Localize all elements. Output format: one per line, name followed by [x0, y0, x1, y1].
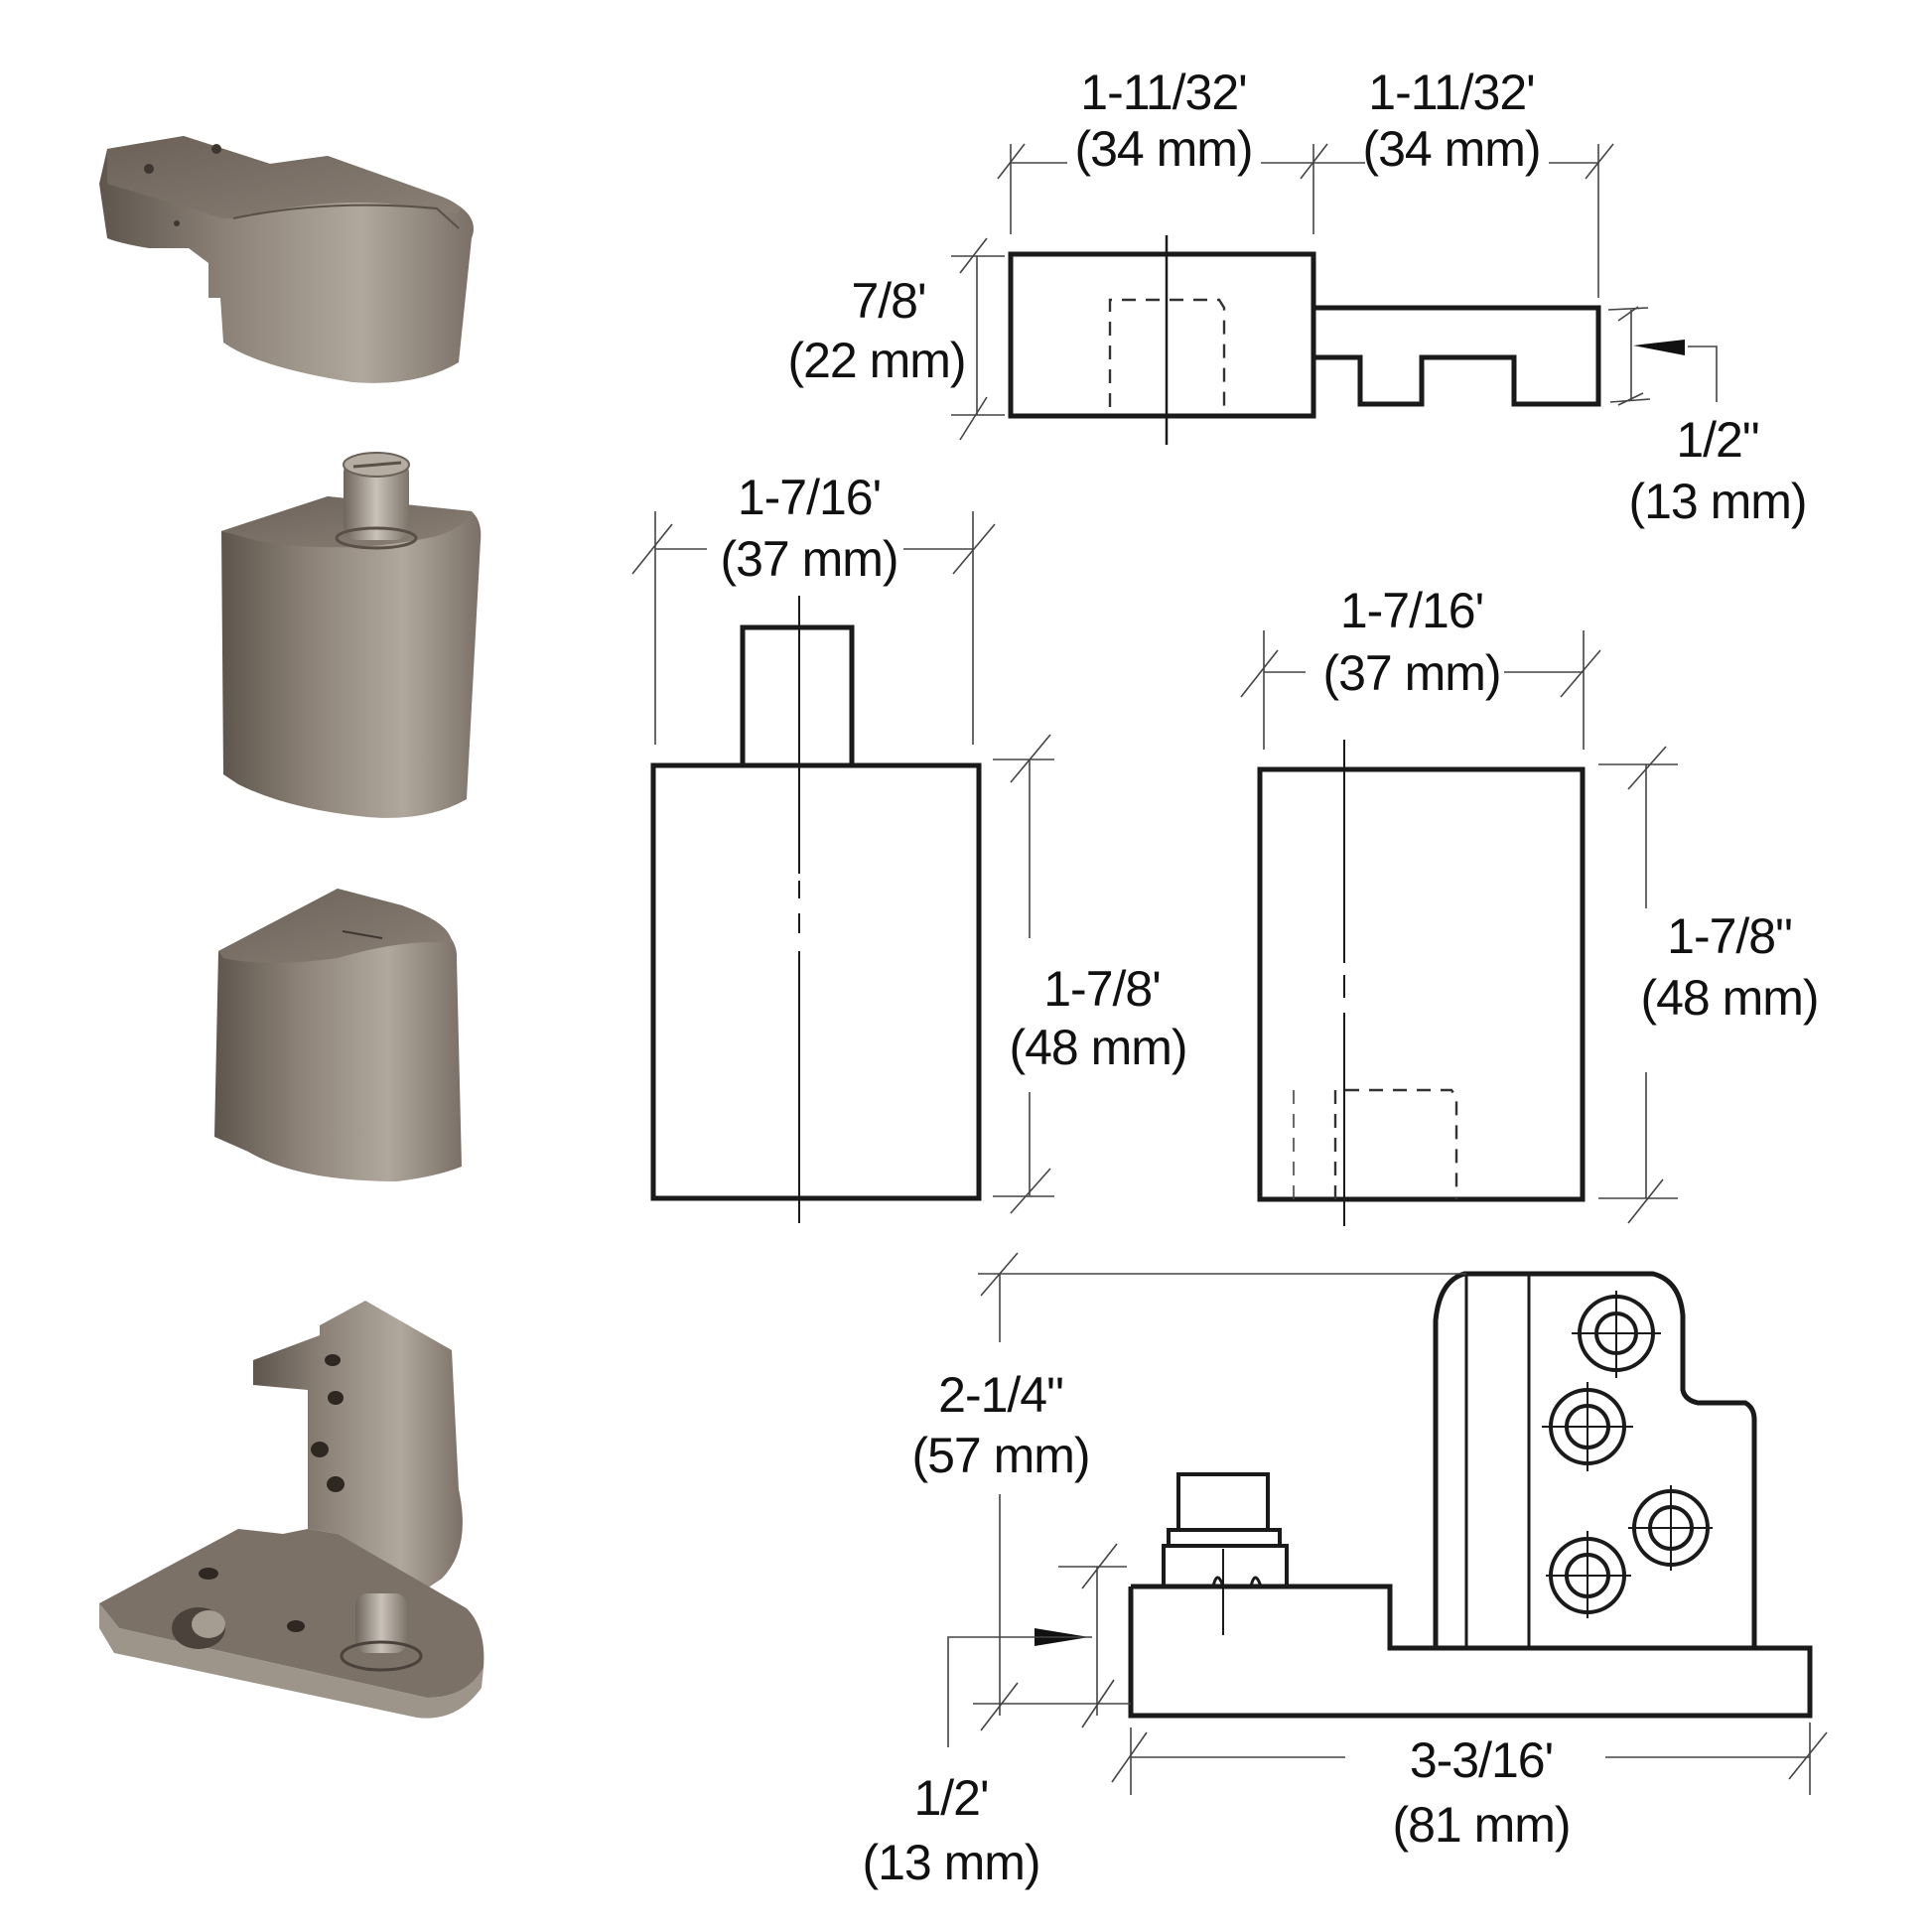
pivot-with-pin-photo [221, 452, 482, 818]
arm-thickness-metric: (13 mm) [1628, 474, 1806, 529]
socket-block-width-metric: (37 mm) [1322, 645, 1500, 701]
bracket-length-metric: (81 mm) [1392, 1797, 1570, 1853]
bottom-pivot-bracket-photo [99, 1301, 484, 1719]
top-view-drawing: 1-11/32' (34 mm) 1-11/32' (34 mm) 7/8' (… [787, 65, 1807, 529]
bracket-length-imperial: 3-3/16' [1410, 1732, 1553, 1788]
arm-thickness-imperial: 1/2" [1676, 412, 1758, 468]
screw-hole-1 [1572, 1291, 1661, 1378]
pivot-block-photo [214, 889, 462, 1181]
bracket-drawing: 2-1/4" (57 mm) 1/2' (13 mm) 3-3/16' (81 … [862, 1252, 1828, 1890]
top-pivot-arm-photo [99, 136, 474, 383]
top-height-imperial: 7/8' [851, 273, 925, 329]
top-width-right-imperial: 1-11/32' [1368, 65, 1534, 120]
pin-block-width-metric: (37 mm) [720, 531, 897, 587]
screw-hole-2 [1542, 1382, 1633, 1471]
pin-block-drawing: 1-7/16' (37 mm) 1-7/8' (48 mm) [631, 470, 1188, 1223]
screw-hole-4 [1546, 1531, 1631, 1618]
top-width-left-imperial: 1-11/32' [1080, 65, 1246, 120]
socket-block-drawing: 1-7/16' (37 mm) 1-7/8" (48 mm) [1240, 583, 1820, 1226]
base-thickness-imperial: 1/2' [913, 1770, 988, 1826]
screw-hole-3 [1628, 1485, 1713, 1571]
top-width-left-metric: (34 mm) [1074, 121, 1252, 177]
base-thickness-metric: (13 mm) [862, 1835, 1039, 1890]
pin-block-height-imperial: 1-7/8' [1043, 961, 1161, 1017]
top-height-metric: (22 mm) [787, 333, 965, 388]
top-width-right-metric: (34 mm) [1362, 121, 1540, 177]
bracket-height-imperial: 2-1/4" [938, 1367, 1063, 1423]
pin-block-height-metric: (48 mm) [1009, 1020, 1186, 1075]
pin-block-width-imperial: 1-7/16' [738, 470, 881, 525]
socket-block-width-imperial: 1-7/16' [1340, 583, 1483, 638]
bracket-height-metric: (57 mm) [911, 1428, 1089, 1483]
socket-block-height-metric: (48 mm) [1640, 970, 1818, 1026]
socket-block-height-imperial: 1-7/8" [1667, 908, 1792, 964]
